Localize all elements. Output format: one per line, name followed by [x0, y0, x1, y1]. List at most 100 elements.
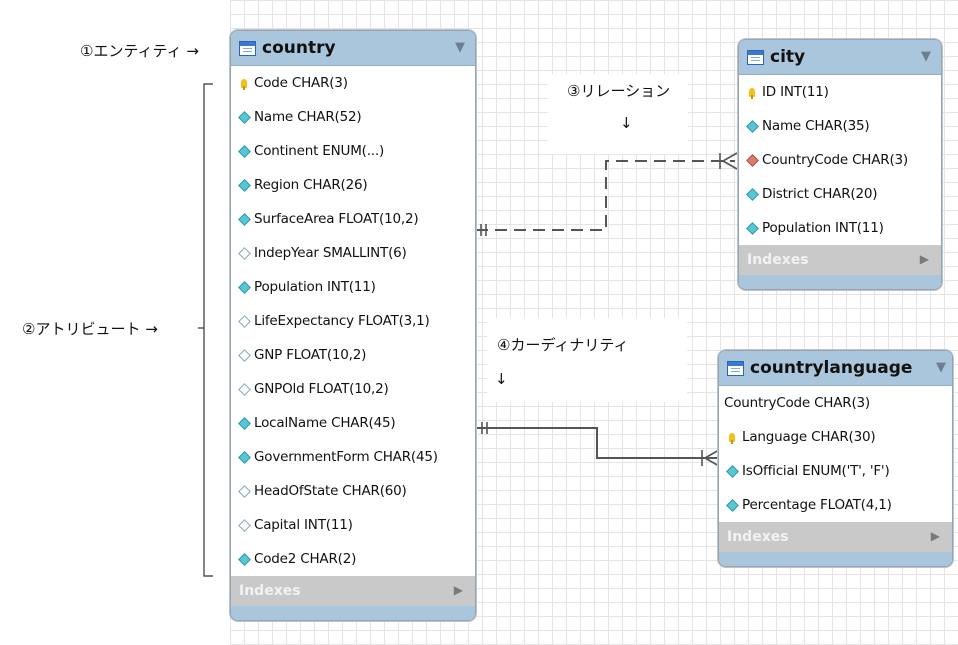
column-row[interactable]: IndepYear SMALLINT(6) [231, 236, 475, 270]
column-label: IsOfficial ENUM('T', 'F') [742, 463, 890, 479]
column-row[interactable]: GNPOld FLOAT(10,2) [231, 372, 475, 406]
filled-diamond-icon [237, 144, 251, 158]
column-row[interactable]: GovernmentForm CHAR(45) [231, 440, 475, 474]
collapse-arrow-icon[interactable]: ▼ [936, 360, 946, 375]
filled-diamond-icon [237, 110, 251, 124]
column-list: Code CHAR(3) Name CHAR(52) Continent ENU… [231, 66, 475, 576]
column-row[interactable]: LifeExpectancy FLOAT(3,1) [231, 304, 475, 338]
table-header-city[interactable]: city ▼ [739, 40, 941, 75]
column-label: Continent ENUM(...) [254, 143, 385, 159]
column-row[interactable]: Name CHAR(35) [739, 109, 941, 143]
attribute-bracket [203, 83, 213, 577]
column-row[interactable]: Population INT(11) [231, 270, 475, 304]
filled-diamond-icon [237, 212, 251, 226]
table-icon [727, 360, 744, 376]
expand-arrow-icon[interactable]: ▶ [453, 583, 463, 597]
column-row[interactable]: ID INT(11) [739, 75, 941, 109]
entity-annotation: ①エンティティ → [80, 42, 199, 60]
column-row[interactable]: Region CHAR(26) [231, 168, 475, 202]
column-label: District CHAR(20) [762, 186, 878, 202]
column-row[interactable]: Code CHAR(3) [231, 66, 475, 100]
filled-diamond-icon [237, 178, 251, 192]
table-name: country [262, 38, 336, 58]
indexes-bar[interactable]: Indexes ▶ [719, 522, 952, 552]
column-row[interactable]: IsOfficial ENUM('T', 'F') [719, 454, 952, 488]
column-row[interactable]: Continent ENUM(...) [231, 134, 475, 168]
expand-arrow-icon[interactable]: ▶ [930, 529, 940, 543]
column-label: Percentage FLOAT(4,1) [742, 497, 892, 513]
column-label: HeadOfState CHAR(60) [254, 483, 407, 499]
indexes-bar[interactable]: Indexes ▶ [739, 245, 941, 275]
column-row[interactable]: GNP FLOAT(10,2) [231, 338, 475, 372]
column-row[interactable]: Population INT(11) [739, 211, 941, 245]
relation-annotation: ③リレーション [567, 82, 671, 100]
many-marker-language-2 [704, 457, 720, 467]
column-row[interactable]: SurfaceArea FLOAT(10,2) [231, 202, 475, 236]
column-label: GNP FLOAT(10,2) [254, 347, 367, 363]
relation-line-country-countrylanguage [476, 427, 718, 459]
table-name: countrylanguage [750, 358, 913, 378]
filled-diamond-icon [745, 119, 759, 133]
column-label: Language CHAR(30) [742, 429, 876, 445]
indexes-label: Indexes [727, 529, 789, 545]
attribute-annotation: ②アトリビュート → [22, 320, 158, 338]
indexes-label: Indexes [239, 583, 301, 599]
column-label: LifeExpectancy FLOAT(3,1) [254, 313, 430, 329]
column-label: GNPOld FLOAT(10,2) [254, 381, 389, 397]
table-header-country[interactable]: country ▼ [231, 31, 475, 66]
table-countrylanguage[interactable]: countrylanguage ▼ CountryCode CHAR(3) La… [718, 350, 953, 567]
table-header-countrylanguage[interactable]: countrylanguage ▼ [719, 351, 952, 386]
table-footer [231, 606, 475, 620]
column-label: CountryCode CHAR(3) [724, 395, 870, 411]
empty-diamond-icon [237, 518, 251, 532]
column-row[interactable]: HeadOfState CHAR(60) [231, 474, 475, 508]
filled-diamond-icon [237, 280, 251, 294]
empty-diamond-icon [237, 382, 251, 396]
filled-diamond-icon [237, 552, 251, 566]
filled-diamond-icon [237, 416, 251, 430]
column-row[interactable]: CountryCode CHAR(3) [719, 386, 952, 420]
column-label: Name CHAR(35) [762, 118, 870, 134]
empty-diamond-icon [237, 484, 251, 498]
indexes-label: Indexes [747, 252, 809, 268]
many-marker-city-1 [722, 152, 738, 162]
cardinality-label-background [487, 318, 687, 402]
many-marker-language-1 [704, 449, 720, 459]
column-row[interactable]: CountryCode CHAR(3) [739, 143, 941, 177]
table-city[interactable]: city ▼ ID INT(11) Name CHAR(35) CountryC… [738, 39, 942, 290]
key-icon [725, 432, 739, 444]
column-row[interactable]: Code2 CHAR(2) [231, 542, 475, 576]
empty-diamond-icon [237, 246, 251, 260]
collapse-arrow-icon[interactable]: ▼ [921, 49, 931, 64]
column-label: GovernmentForm CHAR(45) [254, 449, 438, 465]
column-label: IndepYear SMALLINT(6) [254, 245, 407, 261]
table-icon [747, 49, 764, 65]
column-row[interactable]: Language CHAR(30) [719, 420, 952, 454]
relation-label-background [548, 74, 688, 154]
empty-diamond-icon [237, 314, 251, 328]
expand-arrow-icon[interactable]: ▶ [919, 252, 929, 266]
indexes-bar[interactable]: Indexes ▶ [231, 576, 475, 606]
relation-arrow: ↓ [620, 114, 633, 132]
collapse-arrow-icon[interactable]: ▼ [455, 40, 465, 55]
filled-diamond-icon [745, 221, 759, 235]
column-label: Population INT(11) [254, 279, 376, 295]
column-row[interactable]: Percentage FLOAT(4,1) [719, 488, 952, 522]
column-list: CountryCode CHAR(3) Language CHAR(30) Is… [719, 386, 952, 522]
cardinality-annotation: ④カーディナリティ [497, 336, 629, 354]
table-footer [739, 275, 941, 289]
column-label: CountryCode CHAR(3) [762, 152, 908, 168]
column-label: SurfaceArea FLOAT(10,2) [254, 211, 419, 227]
column-row[interactable]: Name CHAR(52) [231, 100, 475, 134]
table-country[interactable]: country ▼ Code CHAR(3) Name CHAR(52) Con… [230, 30, 476, 621]
column-row[interactable]: LocalName CHAR(45) [231, 406, 475, 440]
filled-diamond-icon [237, 450, 251, 464]
relation-line-country-city [476, 160, 735, 231]
column-row[interactable]: Capital INT(11) [231, 508, 475, 542]
filled-diamond-icon [725, 464, 739, 478]
empty-diamond-icon [237, 348, 251, 362]
column-label: ID INT(11) [762, 84, 829, 100]
filled-diamond-icon [725, 498, 739, 512]
column-row[interactable]: District CHAR(20) [739, 177, 941, 211]
key-icon [237, 78, 251, 90]
